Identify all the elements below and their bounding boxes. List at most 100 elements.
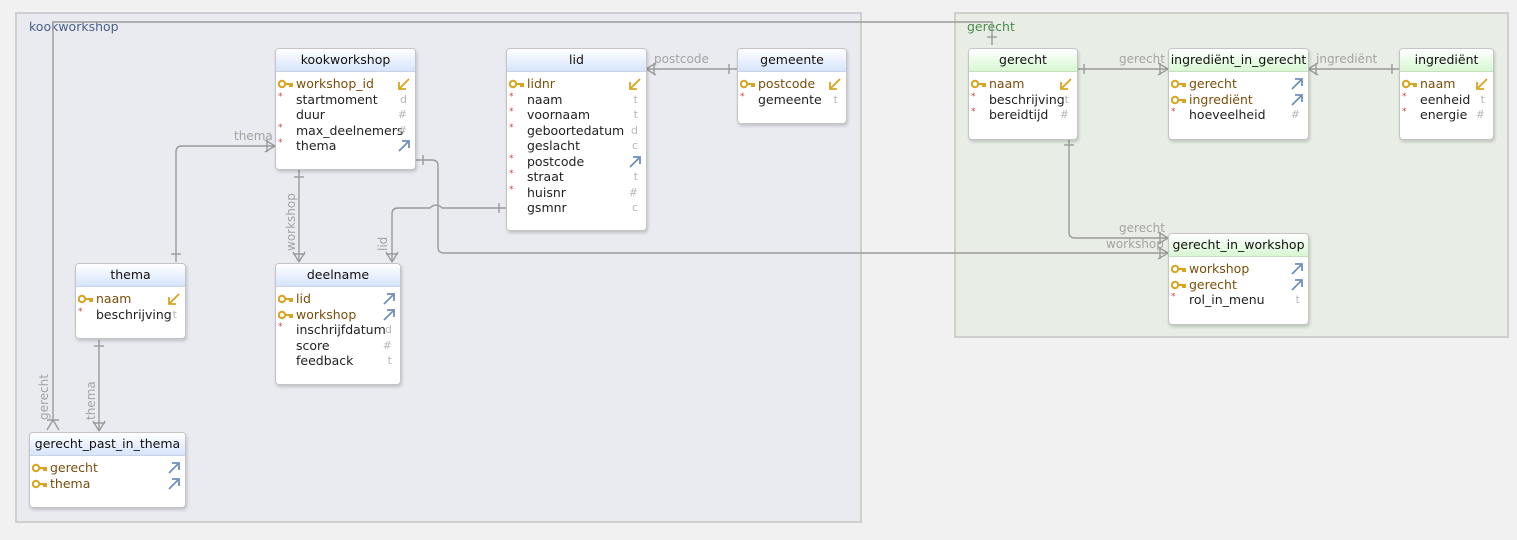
primary-key-icon	[277, 309, 294, 321]
primary-key-icon	[277, 78, 294, 90]
primary-key-icon	[277, 293, 294, 305]
attribute-name: thema	[50, 475, 91, 491]
foreign-key-arrow-icon	[397, 139, 411, 153]
attribute-row[interactable]: thema	[30, 476, 185, 492]
attribute-row[interactable]: *energie#	[1400, 107, 1493, 123]
attribute-name: gemeente	[758, 91, 822, 107]
primary-key-icon	[1170, 279, 1187, 291]
attribute-name: straat	[527, 169, 564, 184]
attribute-row[interactable]: workshop	[1169, 261, 1308, 277]
attribute-type: #	[1475, 108, 1485, 121]
attribute-name: naam	[1420, 76, 1456, 91]
attribute-type: #	[397, 123, 407, 137]
attribute-name: hoeveelheid	[1189, 107, 1266, 122]
attribute-row[interactable]: gerecht	[30, 460, 185, 476]
attribute-name: workshop	[1189, 261, 1250, 276]
referenced-key-arrow-icon	[397, 77, 411, 91]
mandatory-icon: *	[509, 153, 514, 164]
entity-title: gerecht_past_in_thema	[30, 433, 185, 456]
foreign-key-arrow-icon	[1290, 278, 1304, 292]
attribute-name: lidnr	[527, 76, 555, 91]
attribute-row[interactable]: naam	[76, 291, 185, 307]
attribute-row[interactable]: naam	[1400, 76, 1493, 92]
mandatory-icon: *	[278, 91, 283, 102]
attribute-name: voornaam	[527, 107, 591, 122]
mandatory-icon: *	[509, 169, 514, 179]
referenced-key-arrow-icon	[628, 77, 642, 91]
attribute-type: t	[172, 307, 177, 321]
attribute-row[interactable]: postcode	[738, 76, 846, 92]
attribute-row[interactable]: gerecht	[1169, 76, 1308, 92]
attribute-name: thema	[296, 138, 337, 153]
attribute-row[interactable]: lid	[276, 291, 400, 307]
attribute-row[interactable]: lidnr	[507, 76, 646, 92]
attribute-row[interactable]: *hoeveelheid#	[1169, 107, 1308, 123]
referenced-key-arrow-icon	[1059, 77, 1073, 91]
referenced-key-arrow-icon	[1475, 77, 1489, 91]
attribute-row[interactable]: * huisnr #	[507, 185, 646, 201]
attribute-row[interactable]: duur#	[276, 107, 415, 123]
attribute-name: startmoment	[296, 91, 378, 107]
entity-title: gerecht	[969, 49, 1077, 72]
attribute-type: t	[1480, 92, 1485, 106]
foreign-key-arrow-icon	[1290, 93, 1304, 107]
attribute-row[interactable]: naam	[969, 76, 1077, 92]
primary-key-icon	[31, 462, 48, 474]
mandatory-icon: *	[509, 184, 514, 195]
attribute-row[interactable]: *bereidtijd#	[969, 107, 1077, 123]
foreign-key-arrow-icon	[1290, 262, 1304, 276]
attribute-name: postcode	[758, 76, 816, 91]
mandatory-icon: *	[971, 91, 976, 102]
attribute-row[interactable]: *max_deelnemers#	[276, 123, 415, 139]
attribute-type: #	[628, 185, 638, 199]
entity-title: thema	[76, 264, 185, 287]
attribute-row[interactable]: workshop_id	[276, 76, 415, 92]
attribute-row[interactable]: * thema	[276, 138, 415, 154]
attribute-row[interactable]: gerecht	[1169, 277, 1308, 293]
primary-key-icon	[31, 478, 48, 490]
mandatory-icon: *	[278, 322, 283, 332]
label-postcode: postcode	[654, 52, 709, 66]
attribute-type: t	[833, 92, 838, 106]
attribute-name: huisnr	[527, 184, 566, 200]
attribute-row[interactable]: score#	[276, 338, 400, 354]
mandatory-icon: *	[1171, 107, 1176, 117]
attribute-row[interactable]: *postcode	[507, 154, 646, 170]
link-thema-kookworkshop	[175, 145, 275, 262]
link-gerecht-gerecht-past-in-thema	[52, 21, 993, 420]
attribute-type: d	[385, 323, 392, 336]
attribute-row[interactable]: ingrediënt	[1169, 92, 1308, 108]
mandatory-icon: *	[278, 138, 283, 148]
attribute-name: workshop	[296, 306, 357, 322]
attribute-name: beschrijving	[989, 91, 1065, 107]
attribute-row[interactable]: workshop	[276, 307, 400, 323]
label-workshop-giw: workshop	[1106, 237, 1164, 251]
attribute-name: gerecht	[1189, 276, 1237, 292]
attribute-name: bereidtijd	[989, 107, 1049, 122]
attribute-name: naam	[527, 91, 563, 107]
